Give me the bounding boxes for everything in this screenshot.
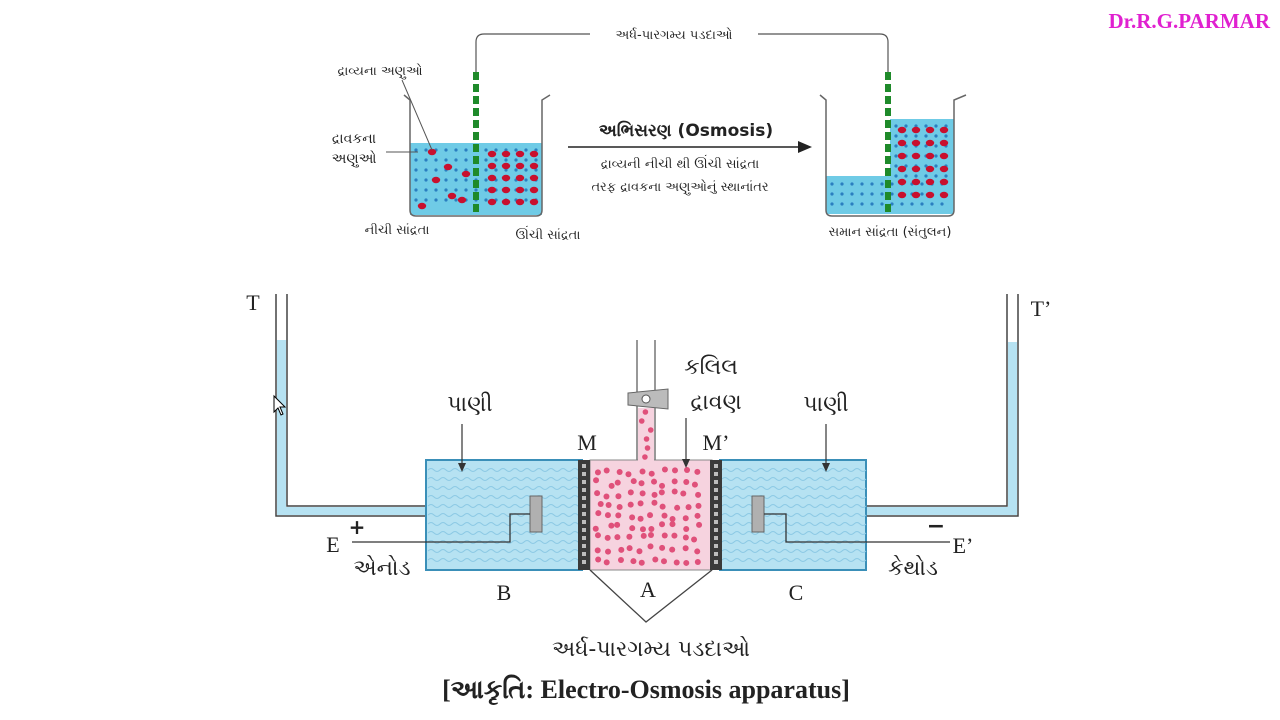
- label-M-prime: M’: [703, 430, 730, 455]
- osmosis-description-line1: દ્રાવ્યની નીચી થી ઊંચી સાંદ્રતા: [601, 155, 759, 172]
- right-beaker: [819, 72, 967, 217]
- colloid-label-line1: કલિલ: [684, 355, 738, 380]
- membranes-label: અર્ધ-પારગમ્ય પડદાઓ: [552, 636, 750, 662]
- stopcock: [627, 388, 669, 410]
- high-concentration-label: ઊંચી સાંદ્રતા: [516, 226, 581, 243]
- electro-osmosis-apparatus: T T’ કલિલ દ્રાવણ પાણી પાણી M M’ + − E E’…: [246, 290, 1051, 705]
- membrane-top-label: અર્ધ-પારગમ્ય પડદાઓ: [616, 27, 733, 43]
- colloid-label-line2: દ્રાવણ: [690, 390, 741, 415]
- left-beaker: [403, 72, 551, 217]
- chamber-B: [425, 459, 583, 571]
- label-E: E: [326, 532, 339, 557]
- label-B: B: [497, 580, 512, 605]
- chamber-C: [719, 459, 867, 571]
- cathode-electrode: [751, 495, 950, 543]
- minus-sign: −: [927, 514, 945, 539]
- plus-sign: +: [349, 515, 366, 539]
- cathode-label: કેથોડ: [888, 555, 938, 581]
- label-T-prime: T’: [1031, 296, 1052, 321]
- mouse-cursor-icon: [273, 394, 287, 416]
- osmosis-title: અભિસરણ (Osmosis): [599, 120, 773, 141]
- membrane-pointer-lines: [589, 569, 713, 623]
- solvent-label-line1: દ્રાવકના: [332, 131, 376, 147]
- label-A: A: [640, 577, 656, 602]
- equal-concentration-label: સમાન સાંદ્રતા (સંતુલન): [829, 225, 952, 240]
- water-label-right: પાણી: [803, 392, 848, 417]
- low-concentration-label: નીચી સાંદ્રતા: [365, 222, 430, 238]
- water-label-left: પાણી: [447, 392, 492, 417]
- anode-label: એનોડ: [353, 555, 410, 581]
- label-M: M: [577, 430, 597, 455]
- label-E-prime: E’: [953, 533, 974, 558]
- figure-caption: [આકૃતિ: Electro-Osmosis apparatus]: [442, 675, 850, 705]
- solute-molecules-label: દ્રાવ્યના અણુઓ: [337, 63, 423, 79]
- label-C: C: [789, 580, 804, 605]
- osmosis-description-line2: તરફ દ્રાવકના અણુઓનું સ્થાનાંતર: [591, 179, 768, 195]
- solvent-label-line2: અણુઓ: [332, 150, 377, 167]
- anode-electrode: [352, 495, 543, 543]
- author-label: Dr.R.G.PARMAR: [1108, 9, 1270, 33]
- osmosis-diagram: અર્ધ-પારગમ્ય પડદાઓ દ્રાવ્યના અણુઓ દ્રાવક…: [332, 24, 967, 243]
- label-T: T: [246, 290, 260, 315]
